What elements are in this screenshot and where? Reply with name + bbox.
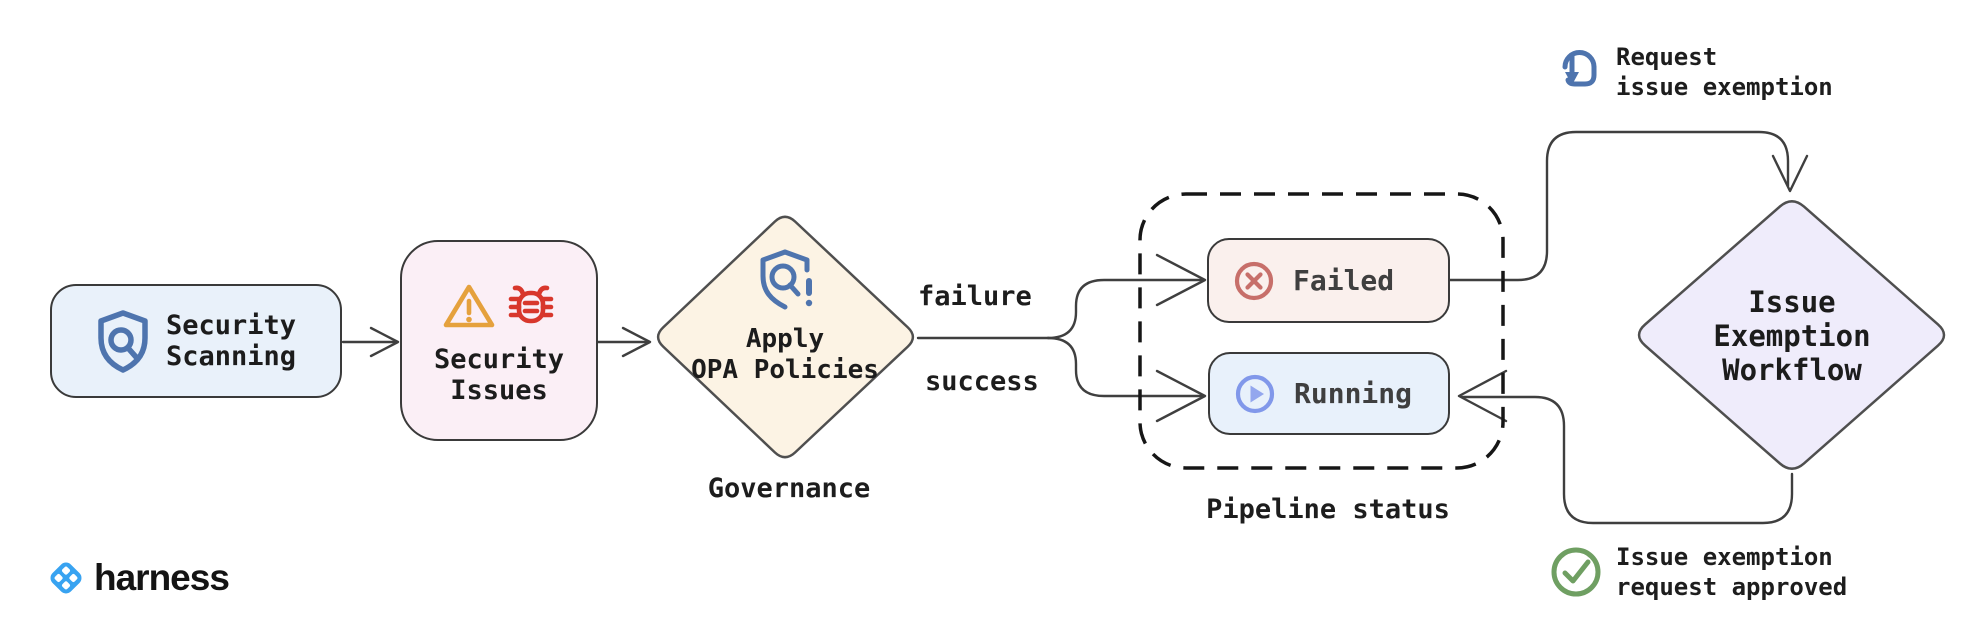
pipeline-status-label: Pipeline status bbox=[1206, 494, 1450, 525]
node-issue-exemption-diamond bbox=[1637, 200, 1946, 470]
tap-gesture-icon bbox=[1562, 50, 1597, 87]
arrowhead-exemption bbox=[1771, 154, 1809, 193]
node-running: Running bbox=[1208, 352, 1450, 435]
success-edge-label: success bbox=[925, 366, 1039, 397]
node-apply-opa-diamond bbox=[656, 215, 915, 459]
request-exemption-annotation: Request issue exemption bbox=[1556, 42, 1833, 102]
harness-logo-icon bbox=[50, 562, 82, 594]
issue-exemption-line1: Issue bbox=[1748, 285, 1836, 319]
security-scanning-line1: Security bbox=[165, 310, 297, 341]
security-issues-icons bbox=[443, 282, 555, 330]
arrow-failure-branch bbox=[1046, 278, 1204, 340]
approved-line2: request approved bbox=[1616, 573, 1848, 601]
failed-label: Failed bbox=[1293, 264, 1395, 297]
approved-line1: Issue exemption bbox=[1616, 543, 1833, 571]
request-exemption-line2: issue exemption bbox=[1616, 73, 1833, 101]
security-issues-line2: Issues bbox=[450, 374, 548, 406]
request-exemption-text: Request issue exemption bbox=[1616, 42, 1833, 102]
harness-brand: harness bbox=[44, 556, 230, 600]
approved-text: Issue exemption request approved bbox=[1616, 542, 1847, 602]
failure-edge-label: failure bbox=[918, 281, 1032, 312]
approved-annotation: Issue exemption request approved bbox=[1550, 542, 1847, 602]
apply-opa-line1: Apply bbox=[745, 324, 825, 354]
node-security-issues: Security Issues bbox=[400, 240, 598, 441]
warning-triangle-icon bbox=[443, 284, 495, 327]
arrowhead-running bbox=[1155, 369, 1207, 423]
security-issues-label: Security Issues bbox=[434, 344, 564, 406]
running-play-icon bbox=[1235, 374, 1275, 413]
security-issues-line1: Security bbox=[433, 343, 565, 375]
running-label: Running bbox=[1294, 377, 1413, 410]
issue-exemption-line2: Exemption bbox=[1713, 319, 1871, 353]
check-circle-icon bbox=[1551, 547, 1601, 597]
bug-icon bbox=[508, 285, 554, 323]
apply-opa-label: Apply OPA Policies bbox=[660, 324, 910, 386]
policy-shield-icon bbox=[760, 249, 813, 310]
arrowhead-running-return bbox=[1457, 369, 1508, 423]
security-scanning-line2: Scanning bbox=[165, 341, 297, 372]
node-failed: Failed bbox=[1207, 238, 1450, 323]
arrowhead-issues-to-opa bbox=[621, 326, 652, 358]
governance-label: Governance bbox=[707, 473, 871, 504]
pipeline-status-group-border bbox=[1138, 192, 1505, 470]
security-shield-icon bbox=[98, 310, 148, 373]
arrowhead-scan-to-issues bbox=[369, 326, 400, 358]
arrow-success-branch bbox=[1046, 336, 1204, 398]
arrow-exemption-to-running bbox=[1460, 395, 1794, 525]
security-scanning-label: Security Scanning bbox=[166, 310, 296, 372]
request-exemption-line1: Request bbox=[1616, 43, 1718, 71]
apply-opa-line2: OPA Policies bbox=[691, 355, 879, 385]
issue-exemption-line3: Workflow bbox=[1722, 353, 1862, 387]
issue-exemption-label: Issue Exemption Workflow bbox=[1642, 285, 1942, 387]
arrowhead-failed bbox=[1155, 253, 1207, 307]
harness-wordmark: harness bbox=[94, 557, 230, 598]
arrow-failed-to-exemption bbox=[1448, 130, 1790, 282]
node-security-scanning: Security Scanning bbox=[50, 284, 342, 398]
failed-circle-x-icon bbox=[1234, 261, 1274, 300]
